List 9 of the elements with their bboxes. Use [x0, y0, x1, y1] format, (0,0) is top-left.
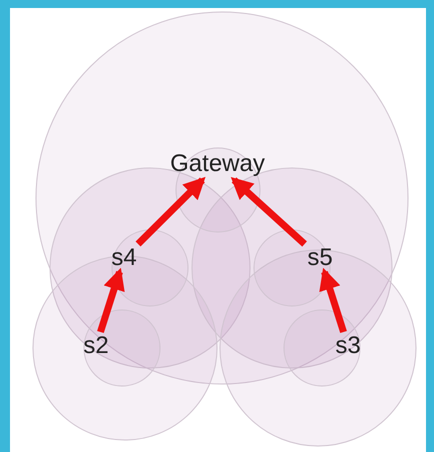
- arrow: [230, 177, 307, 247]
- node-label: Gateway: [150, 150, 285, 180]
- node-label: s4: [104, 244, 144, 272]
- node-label: s3: [328, 332, 368, 360]
- arrow: [136, 176, 206, 246]
- node-label: s5: [300, 244, 340, 272]
- arrow: [97, 268, 125, 334]
- node-label: s2: [76, 332, 116, 360]
- arrow: [319, 268, 347, 334]
